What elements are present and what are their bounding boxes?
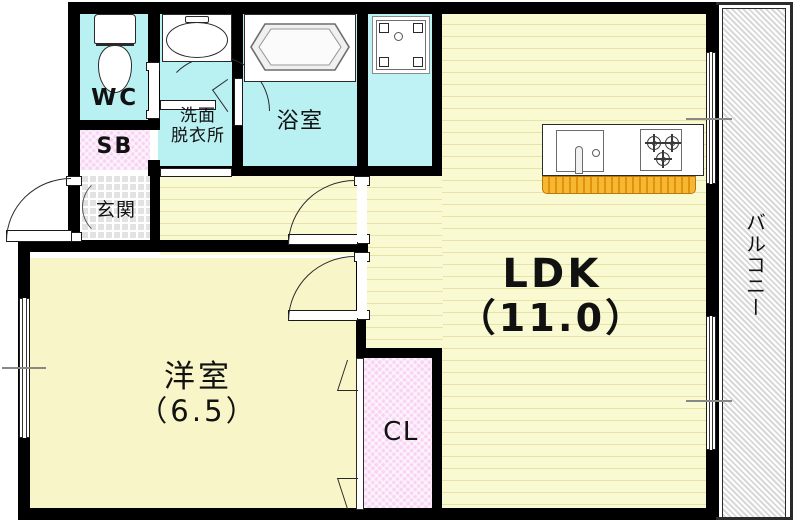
kitchen-wall-tick (690, 118, 730, 120)
room-balcony (722, 8, 786, 520)
stove-burner-left-icon (645, 134, 663, 152)
room-label-ldk-name: LDK (502, 251, 602, 298)
wall-under-sb (68, 168, 80, 176)
pan-foot-tl-icon (379, 23, 389, 33)
wall-top-outer (68, 2, 714, 14)
wall-closet-right (432, 348, 442, 512)
wall-under-wc (68, 120, 160, 130)
pan-foot-br-icon (413, 57, 423, 67)
kitchen-faucet-icon (575, 146, 583, 174)
ldk-door-upper-opening[interactable] (357, 180, 367, 242)
wall-alcove-ldk (432, 2, 442, 176)
room-label-bedroom-name: 洋室 (163, 358, 233, 395)
wc-door-opening[interactable] (149, 64, 159, 116)
toilet-bowl-icon (98, 45, 132, 93)
wall-bedroom-bottom (18, 508, 442, 520)
wall-ldk-right-lower (706, 448, 716, 520)
room-label-washroom-line1: 洗面 (179, 106, 217, 127)
room-shoebox (80, 128, 150, 170)
balcony-frame-bottom (714, 517, 793, 520)
room-closet (362, 356, 440, 512)
bathtub-icon (249, 18, 351, 76)
window-bedroom-tick (2, 367, 46, 369)
bathtub-shape-icon (250, 23, 350, 71)
room-label-genkan: 玄関 (95, 199, 137, 222)
washroom-corridor-door[interactable] (160, 168, 232, 177)
pan-drain-icon (394, 32, 403, 41)
room-label-sb: SB (96, 134, 134, 160)
wall-wetblock-bottom (148, 166, 442, 176)
wash-basin-tap-icon (185, 16, 209, 23)
pan-foot-tr-icon (413, 23, 423, 33)
wall-genkan-right (150, 174, 160, 248)
wall-ldk-bottom (432, 508, 716, 520)
kitchen-faucet-knob-icon (592, 149, 600, 157)
wall-left-upper (68, 2, 80, 174)
wall-bath-alcove (357, 2, 368, 176)
stove-burner-front-icon (654, 150, 672, 168)
closet-door[interactable] (356, 358, 364, 510)
corridor-floor-lower (355, 255, 443, 355)
room-label-closet: CL (383, 417, 419, 448)
room-label-balcony: バルコニー (742, 212, 767, 318)
balcony-frame-top (714, 2, 793, 5)
wall-bedroom-top (18, 240, 368, 252)
window-tick-lower (686, 400, 732, 402)
pan-foot-bl-icon (379, 57, 389, 67)
genkan-inner-arc-left (82, 176, 144, 238)
wall-ldk-right-upper (706, 2, 716, 54)
room-label-bath: 浴室 (276, 109, 324, 135)
bath-door-panel[interactable] (234, 78, 243, 126)
room-label-washroom: 洗面 脱衣所 (158, 100, 238, 154)
balcony-frame-outer (790, 2, 793, 520)
room-label-bedroom: 洋室 （6.5） (108, 352, 288, 436)
room-label-washroom-line2: 脱衣所 (170, 126, 226, 146)
room-label-ldk-area: （11.0） (457, 296, 647, 341)
room-ldk (440, 12, 710, 512)
room-label-bedroom-area: （6.5） (138, 394, 258, 429)
window-ldk-balcony-lower-mullion (709, 316, 713, 450)
kitchen-counter-front-icon (542, 176, 696, 194)
wall-genkan-left (68, 174, 80, 248)
wall-ldk-right-mid (706, 182, 716, 318)
stove-burner-right-icon (663, 134, 681, 152)
wall-closet-top (356, 348, 442, 358)
room-label-ldk: LDK （11.0） (452, 248, 652, 344)
balcony-frame-left (714, 2, 719, 520)
wash-basin-bowl-icon (166, 22, 228, 58)
bedroom-door-opening[interactable] (357, 256, 367, 318)
toilet-tank-icon (94, 14, 136, 44)
room-label-wc: WC (91, 84, 139, 111)
